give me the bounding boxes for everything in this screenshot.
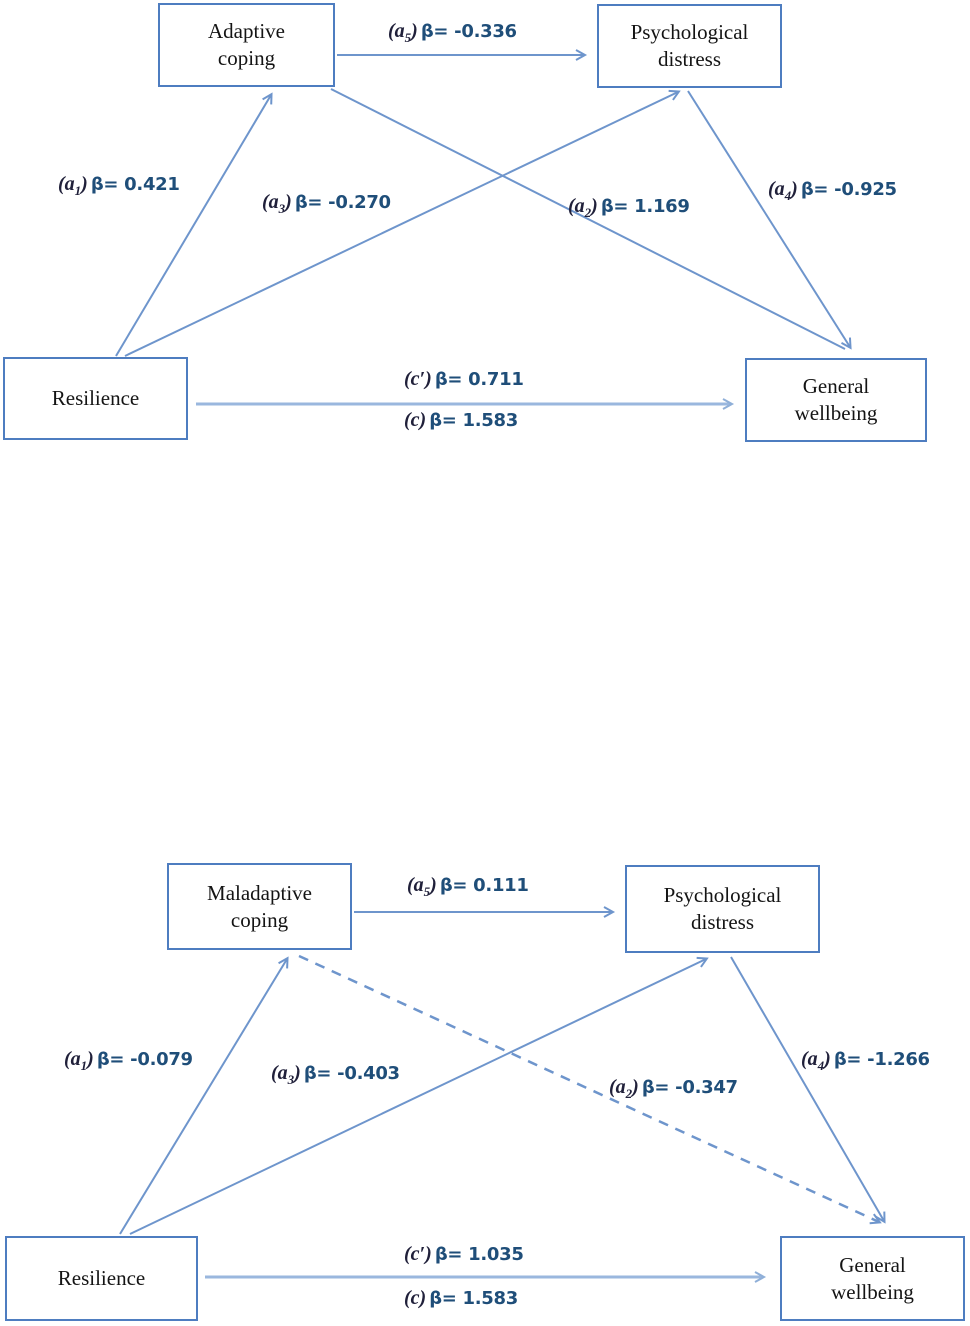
- node-psychological-distress-bottom: Psychological distress: [625, 865, 820, 953]
- path-label-a2-bottom: (a2)β= -0.347: [609, 1076, 738, 1101]
- arrow-distress-to-wellbeing-top: [687, 90, 852, 350]
- path-label-a1-bottom: (a1)β= -0.079: [64, 1048, 193, 1073]
- path-label-c-prime-bottom: (c′)β= 1.035: [404, 1243, 524, 1265]
- path-label-c-top: (c)β= 1.583: [404, 409, 518, 431]
- arrow-distress-to-wellbeing-bottom: [730, 956, 886, 1224]
- path-label-a1-top: (a1)β= 0.421: [58, 173, 180, 198]
- node-resilience-top: Resilience: [3, 357, 188, 440]
- path-label-a2-top: (a2)β= 1.169: [568, 195, 690, 220]
- path-label-a4-bottom: (a4)β= -1.266: [801, 1048, 930, 1073]
- path-coefficient-symbol: (a: [388, 20, 405, 42]
- path-label-a4-top: (a4)β= -0.925: [768, 178, 897, 203]
- path-label-c-prime-top: (c′)β= 0.711: [404, 368, 524, 390]
- node-general-wellbeing-bottom: General wellbeing: [780, 1236, 965, 1321]
- node-psychological-distress-top: Psychological distress: [597, 4, 782, 88]
- path-label-a5-top: (a5)β= -0.336: [388, 20, 517, 45]
- path-label-a3-top: (a3)β= -0.270: [262, 191, 391, 216]
- arrow-resilience-to-distress-top: [124, 89, 681, 357]
- arrow-resilience-to-coping-top: [115, 92, 273, 357]
- arrow-coping-to-wellbeing-bottom-dashed: [298, 954, 882, 1225]
- path-label-c-bottom: (c)β= 1.583: [404, 1287, 518, 1309]
- path-beta-value: β= -0.336: [420, 21, 517, 42]
- node-resilience-bottom: Resilience: [5, 1236, 198, 1321]
- arrow-resilience-to-coping-bottom: [119, 956, 289, 1235]
- node-maladaptive-coping: Maladaptive coping: [167, 863, 352, 950]
- node-general-wellbeing-top: General wellbeing: [745, 358, 927, 442]
- node-adaptive-coping: Adaptive coping: [158, 3, 335, 87]
- path-label-a5-bottom: (a5)β= 0.111: [407, 874, 529, 899]
- path-label-a3-bottom: (a3)β= -0.403: [271, 1062, 400, 1087]
